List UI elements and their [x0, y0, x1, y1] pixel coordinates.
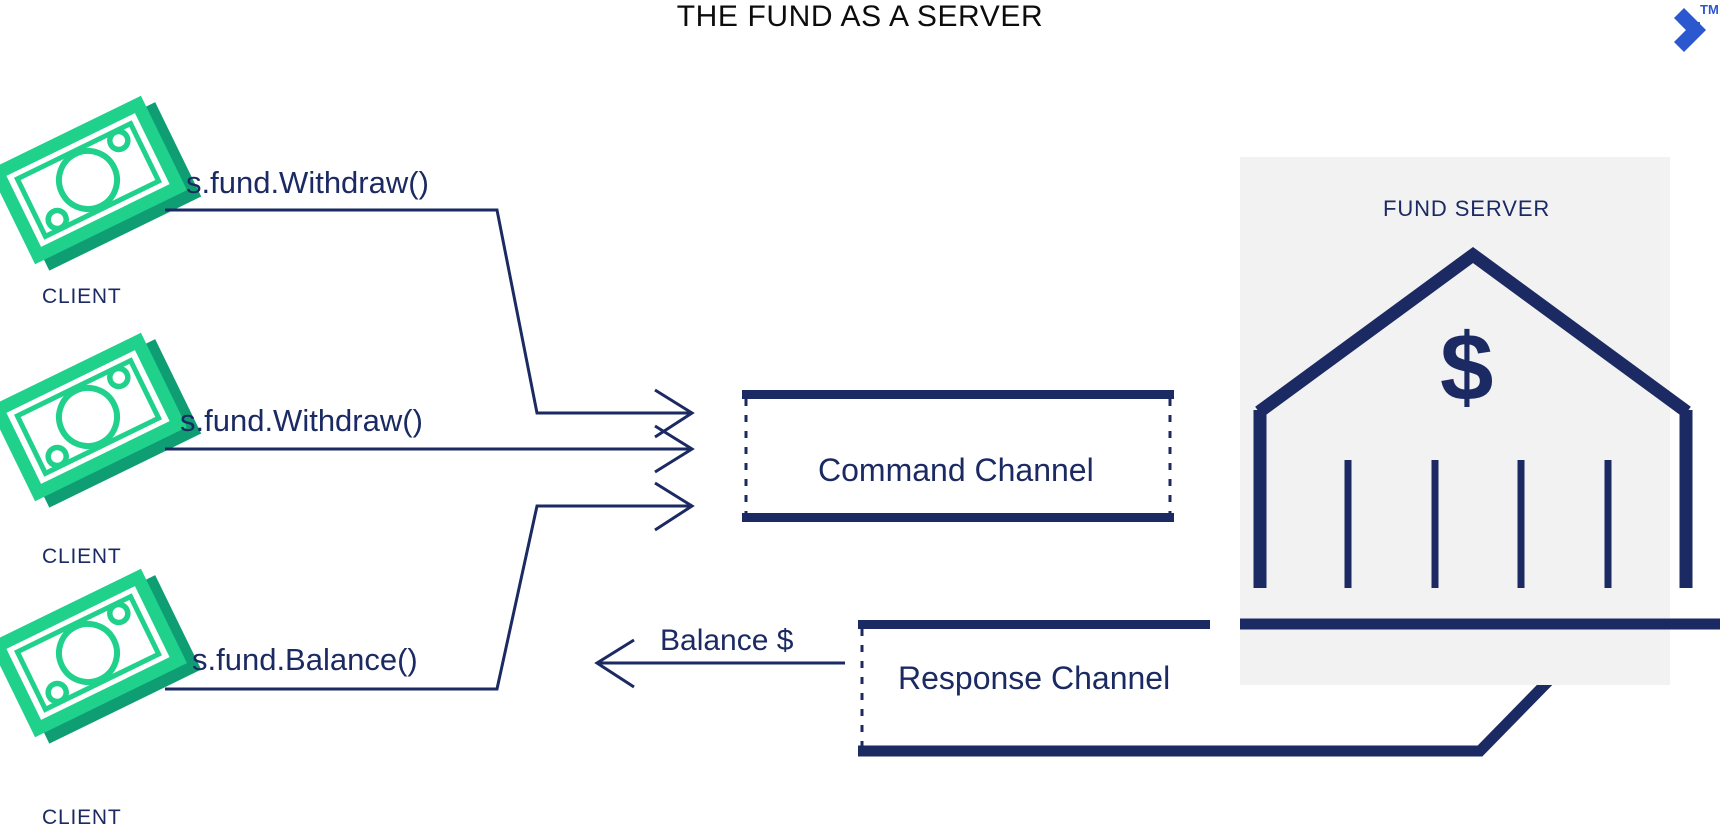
connector-client-3 — [165, 481, 695, 691]
client-icon-2 — [0, 337, 193, 503]
client-call-label-3: s.fund.Balance() — [192, 642, 418, 677]
client-icon-1 — [0, 100, 193, 266]
command-channel-shape — [742, 390, 1174, 522]
dollar-sign-icon: $ — [1440, 314, 1494, 421]
connector-response-arrow — [594, 638, 845, 689]
client-label-3: CLIENT — [42, 806, 122, 829]
client-label-2: CLIENT — [42, 545, 122, 568]
fund-server-panel — [1240, 157, 1670, 685]
balance-flow-label: Balance $ — [660, 624, 794, 657]
client-call-label-2: s.fund.Withdraw() — [180, 403, 423, 438]
fund-server-label: FUND SERVER — [1383, 196, 1551, 221]
connector-client-2 — [165, 424, 695, 474]
client-icon-3 — [0, 573, 193, 739]
command-channel-label: Command Channel — [818, 452, 1094, 488]
response-channel-label: Response Channel — [898, 660, 1171, 696]
client-call-label-1: s.fund.Withdraw() — [186, 165, 429, 200]
client-label-1: CLIENT — [42, 285, 122, 308]
connector-client-1 — [165, 208, 695, 439]
trademark-icon: TM — [1700, 2, 1719, 17]
response-channel-shape — [858, 620, 1574, 757]
page-title: THE FUND AS A SERVER — [676, 0, 1044, 33]
bank-building-icon — [1240, 246, 1720, 630]
brand-logo-icon — [1674, 8, 1706, 52]
